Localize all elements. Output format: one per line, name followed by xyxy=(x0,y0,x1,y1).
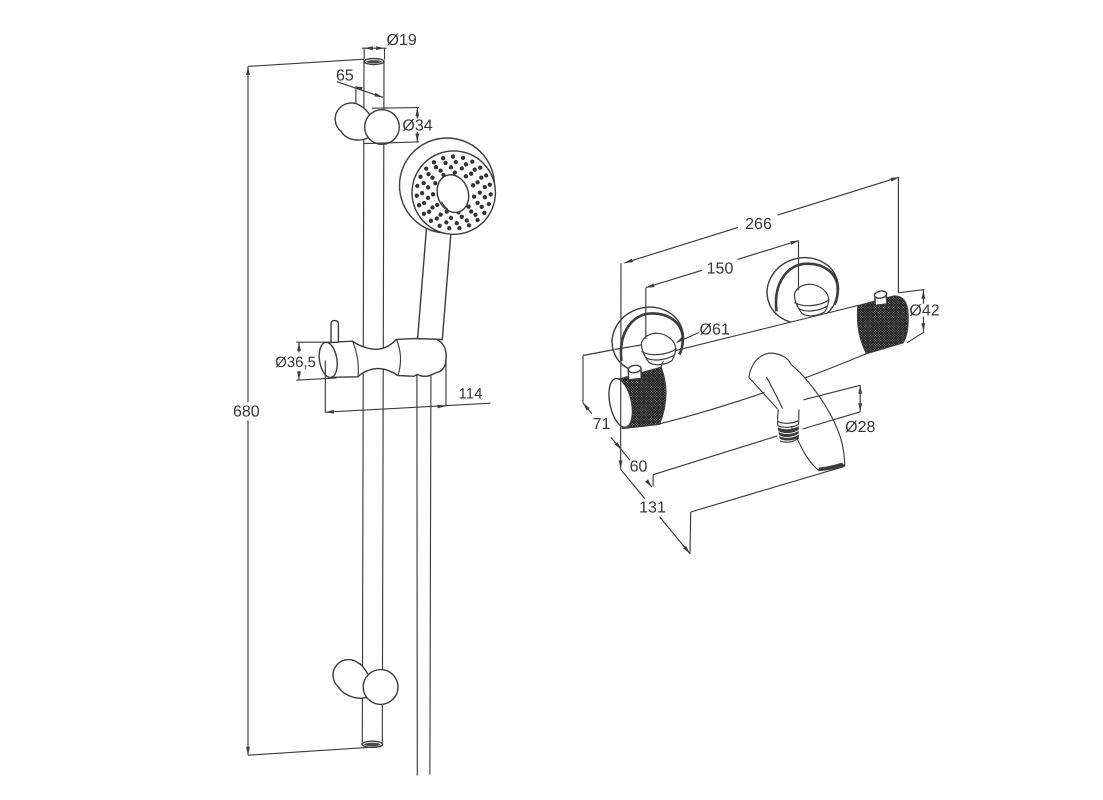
svg-text:Ø42: Ø42 xyxy=(909,303,939,320)
svg-text:150: 150 xyxy=(707,261,734,278)
svg-text:Ø28: Ø28 xyxy=(845,419,875,436)
svg-text:65: 65 xyxy=(336,68,354,85)
svg-text:Ø36,5: Ø36,5 xyxy=(275,354,316,371)
svg-text:680: 680 xyxy=(233,404,260,421)
svg-text:Ø19: Ø19 xyxy=(387,32,417,49)
svg-text:Ø34: Ø34 xyxy=(402,117,432,134)
svg-text:266: 266 xyxy=(745,216,772,233)
svg-text:71: 71 xyxy=(593,416,611,433)
svg-text:60: 60 xyxy=(630,459,648,476)
svg-text:Ø61: Ø61 xyxy=(700,322,730,339)
svg-text:131: 131 xyxy=(639,500,666,517)
svg-text:114: 114 xyxy=(459,385,483,402)
